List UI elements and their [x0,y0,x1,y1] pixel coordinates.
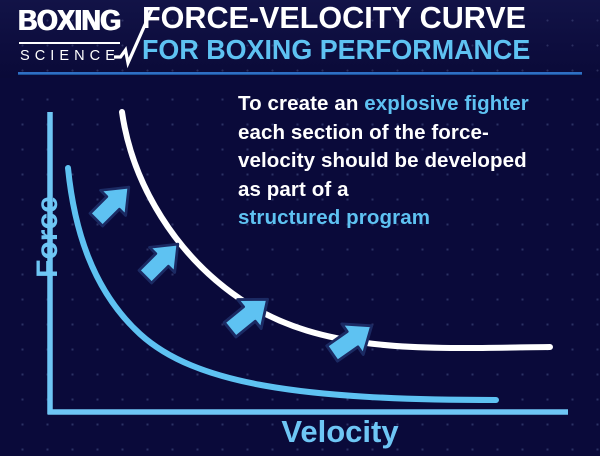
y-axis-label: Force [31,196,64,278]
heartbeat-icon [114,8,160,72]
improvement-arrow-1 [88,185,131,228]
page-subtitle: FOR BOXING PERFORMANCE [142,34,531,65]
logo-text-science: SCIENCE [20,47,121,64]
x-axis-label: Velocity [281,414,399,449]
callout-line-3: velocity should be developed [238,149,527,172]
logo-text-boxing: BOXING [18,5,121,37]
header-dot-pattern [0,0,600,78]
callout-highlight-explosive-fighter: explosive fighter [364,92,529,115]
improvement-arrow-2 [137,242,180,285]
logo-divider-rule [19,42,120,44]
chart-svg [47,109,568,415]
header-title-block: FORCE-VELOCITY CURVE FOR BOXING PERFORMA… [142,0,600,72]
page-title: FORCE-VELOCITY CURVE [142,0,527,35]
callout-text-block: To create an explosive fighter each sect… [238,90,590,233]
series-current-curve [65,165,499,403]
header-bar: BOXING SCIENCE FORCE-VELOCITY CURVE FOR … [0,0,600,78]
improvement-arrow-4 [323,317,374,368]
callout-line-2: each section of the force- [238,120,489,144]
callout-highlight-structured-program: structured program [238,206,431,229]
header-divider [18,72,582,74]
callout-line-1-plain: To create an [238,92,365,115]
callout-line-4: as part of a [238,177,349,201]
brand-logo: BOXING SCIENCE [18,5,155,69]
chart-axes [47,112,568,415]
header-divider-shadow [18,74,582,75]
force-velocity-chart: Force Velocity To create an explosive fi… [0,78,600,456]
callout-line-1: To create an explosive fighter [238,90,590,119]
improvement-arrow-3 [221,293,269,342]
